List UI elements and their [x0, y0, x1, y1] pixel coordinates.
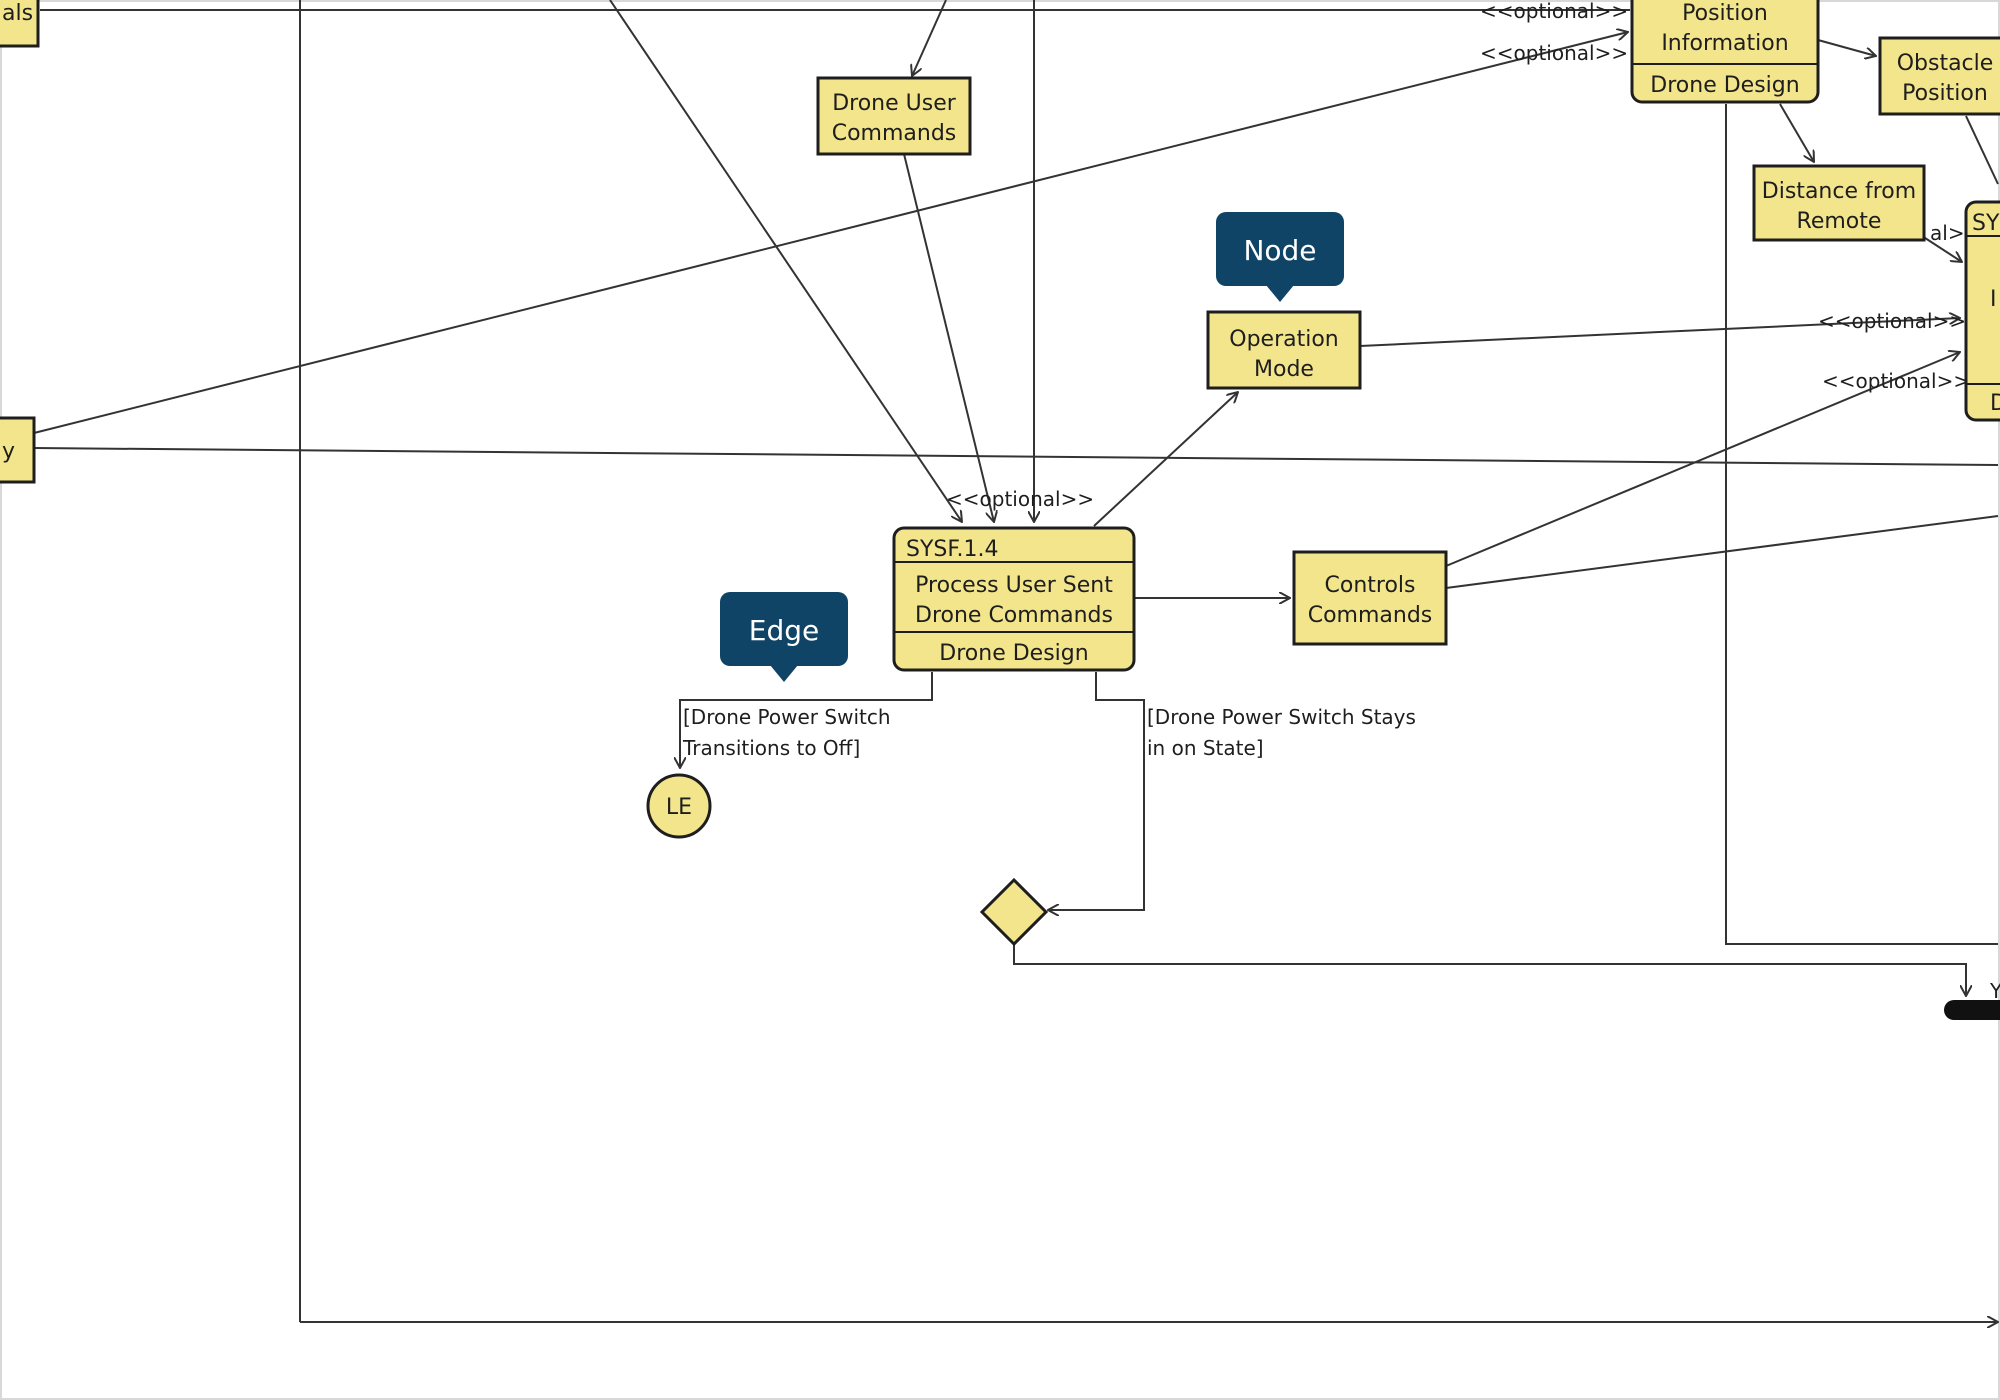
fork-join-bar[interactable]	[1944, 1000, 2000, 1020]
edge-left-to-right[interactable]	[33, 447, 1999, 466]
node-drone-user-commands-line2: Commands	[832, 121, 957, 146]
node-controls-commands-line2: Commands	[1308, 603, 1433, 628]
node-sysf-name-line1: Process User Sent	[915, 573, 1113, 598]
optional-label-top: <<optional>>	[1480, 0, 1628, 23]
node-operation-mode-line1: Operation	[1229, 327, 1338, 352]
node-drone-user-commands[interactable]: Drone User Commands	[816, 76, 972, 156]
edges	[33, 0, 1999, 1322]
optional-label-controls: <<optional>>	[1822, 369, 1970, 393]
node-operation-mode[interactable]: Operation Mode	[1206, 310, 1362, 390]
node-controls-commands[interactable]: Controls Commands	[1292, 550, 1448, 646]
edge-left-to-position-info[interactable]	[33, 32, 1628, 434]
edge-switch-off[interactable]	[680, 672, 933, 768]
optional-label-sysf: <<optional>>	[946, 487, 1094, 511]
node-final-le-label: LE	[666, 795, 692, 820]
node-obstacle-line1: Obstacle	[1897, 51, 1994, 76]
edge-labels: <<optional>> <<optional>> al>> <<optiona…	[682, 0, 2000, 1003]
guard-switch-off-line1: [Drone Power Switch	[683, 705, 891, 729]
node-position-info-line1: Position	[1682, 1, 1768, 26]
node-obstacle-position[interactable]: Obstacle Position	[1878, 36, 2000, 116]
guard-switch-on-line1: [Drone Power Switch Stays	[1147, 705, 1416, 729]
edge-position-down-right[interactable]	[1725, 104, 1998, 945]
node-controls-commands-line1: Controls	[1325, 573, 1416, 598]
node-sysf-footer: Drone Design	[939, 641, 1088, 666]
node-distance-from-remote[interactable]: Distance from Remote	[1752, 164, 1926, 242]
guard-switch-on-line2: in on State]	[1147, 736, 1264, 760]
node-sysf-1-4[interactable]: SYSF.1.4 Process User Sent Drone Command…	[892, 526, 1136, 672]
node-top-left-partial-label: als	[2, 1, 33, 26]
node-drone-user-commands-line1: Drone User	[832, 91, 957, 116]
node-position-info-line2: Information	[1661, 31, 1788, 56]
decision-node[interactable]	[979, 877, 1049, 947]
edge-switch-on[interactable]	[1048, 672, 1145, 910]
edge-distance-to-right[interactable]	[1921, 235, 1962, 262]
bar-partial-label: Y	[1989, 979, 2000, 1003]
node-right-partial-footer: D	[1990, 391, 2000, 416]
node-right-partial[interactable]: SY I D	[1964, 200, 2000, 422]
node-position-information[interactable]: Position Information Drone Design	[1630, 0, 1820, 104]
edge-to-drone-user-commands[interactable]	[912, 0, 947, 76]
node-right-partial-middle: I	[1990, 287, 1997, 312]
edge-drone-user-commands-to-sysf[interactable]	[903, 153, 994, 522]
node-top-left-partial[interactable]: als	[0, 0, 40, 48]
node-left-partial-label: y	[2, 439, 15, 464]
edge-controls-to-right[interactable]	[1445, 515, 1999, 589]
callout-edge-label: Edge	[749, 614, 819, 647]
node-sysf-id: SYSF.1.4	[906, 537, 998, 562]
callout-node-label: Node	[1243, 234, 1316, 267]
edge-position-to-distance[interactable]	[1779, 103, 1814, 162]
edge-controls-to-right-optional[interactable]	[1445, 352, 1960, 567]
node-distance-line1: Distance from	[1762, 179, 1916, 204]
node-operation-mode-line2: Mode	[1254, 357, 1314, 382]
callout-node: Node	[1216, 212, 1344, 302]
guard-switch-off-line2: Transitions to Off]	[682, 736, 860, 760]
node-obstacle-line2: Position	[1902, 81, 1988, 106]
node-sysf-name-line2: Drone Commands	[915, 603, 1113, 628]
optional-label-operation: <<optional>>	[1818, 309, 1966, 333]
node-right-partial-id: SY	[1972, 211, 2000, 236]
node-position-info-footer: Drone Design	[1650, 73, 1799, 98]
edge-diagonal-to-sysf[interactable]	[609, 0, 962, 522]
node-distance-line2: Remote	[1797, 209, 1882, 234]
edge-obstacle-to-right[interactable]	[1965, 115, 1999, 185]
edge-position-to-obstacle[interactable]	[1817, 39, 1876, 56]
node-final-le[interactable]: LE	[646, 773, 712, 839]
edge-decision-to-bar[interactable]	[1013, 944, 1966, 996]
callout-edge: Edge	[720, 592, 848, 682]
edge-operation-mode-to-right[interactable]	[1359, 318, 1960, 347]
optional-label-position: <<optional>>	[1480, 41, 1628, 65]
node-left-partial[interactable]: y	[0, 416, 36, 484]
edge-sysf-to-operation-mode[interactable]	[1093, 392, 1238, 527]
